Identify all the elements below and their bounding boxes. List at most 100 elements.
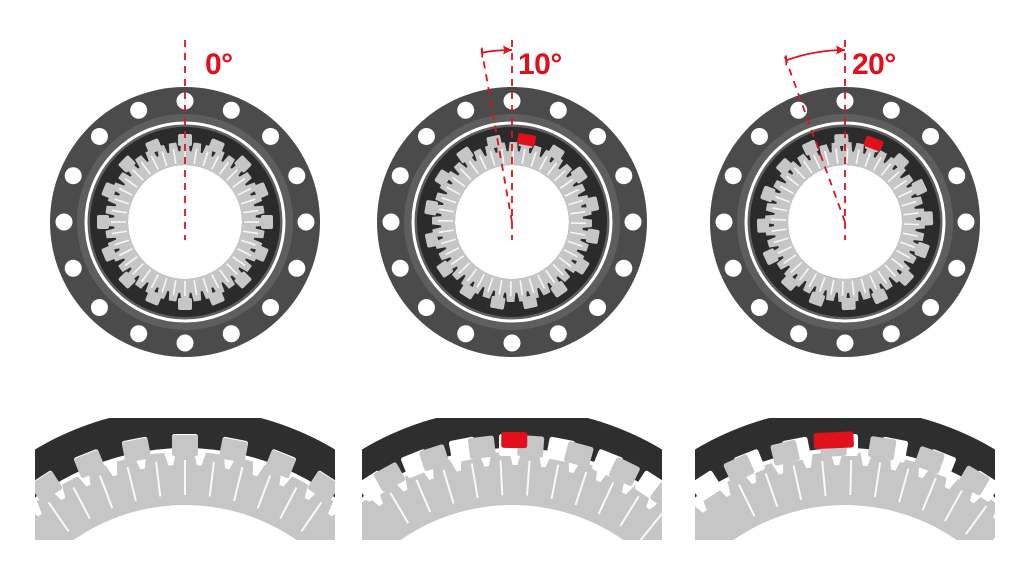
bolt-hole bbox=[549, 101, 567, 119]
spline-tooth-line bbox=[864, 152, 872, 167]
bolt-hole bbox=[176, 334, 194, 352]
spline-tooth-line bbox=[476, 273, 486, 288]
hub-drive-lug bbox=[424, 200, 439, 216]
bolt-hole bbox=[391, 259, 409, 277]
bolt-hole bbox=[391, 167, 409, 185]
bolt-hole bbox=[948, 167, 966, 185]
section-tooth-lines bbox=[47, 460, 323, 532]
spline-tooth-line bbox=[161, 151, 168, 167]
hub-drive-lug bbox=[208, 290, 225, 306]
spline-tooth-line bbox=[140, 269, 151, 283]
section-notch-cutout bbox=[695, 470, 723, 502]
section-tooth-line bbox=[470, 463, 479, 499]
section-engaged-lug bbox=[608, 457, 640, 486]
hub-drive-lug bbox=[802, 139, 819, 156]
hub-drive-lug bbox=[573, 257, 590, 275]
hub-drive-lug bbox=[101, 182, 117, 199]
spline-tooth-line bbox=[570, 210, 586, 215]
bolt-hole bbox=[882, 325, 900, 343]
bolt-hole bbox=[90, 127, 108, 145]
spline-tooth-line bbox=[546, 162, 558, 176]
hub-drive-lugs bbox=[424, 134, 600, 310]
spline-tooth-line bbox=[872, 156, 882, 171]
hub-drive-lug bbox=[234, 155, 252, 173]
bolt-hole bbox=[724, 259, 742, 277]
spline-tooth-line bbox=[452, 176, 466, 188]
circular-views-layer bbox=[50, 40, 980, 357]
hub-drive-lug bbox=[756, 218, 770, 233]
spline-tooth-line bbox=[202, 151, 209, 167]
splined-hub bbox=[97, 134, 273, 310]
spline-tooth-line bbox=[172, 280, 177, 296]
hub-drive-lug bbox=[490, 295, 506, 310]
spline-tooth-line bbox=[846, 148, 849, 164]
section-engaged-lug bbox=[373, 462, 405, 492]
hub-drive-lug bbox=[834, 133, 849, 147]
section-tooth-line bbox=[921, 477, 937, 511]
spline-tooth-line bbox=[509, 280, 512, 297]
angle-arc-arrow-20 bbox=[785, 45, 846, 66]
spline-tooth-line bbox=[567, 240, 583, 247]
hub-drive-lug bbox=[253, 182, 269, 199]
hub-drive-lug bbox=[914, 241, 930, 259]
spline-tooth-line bbox=[172, 148, 177, 164]
spline-tooth-line bbox=[790, 261, 803, 274]
bolt-hole bbox=[457, 101, 475, 119]
angle-label-10: 10° bbox=[518, 48, 562, 81]
hub-drive-lug bbox=[436, 260, 453, 278]
bolt-hole bbox=[750, 127, 768, 145]
section-red-gap-marker bbox=[813, 431, 854, 450]
spline-tooth-line bbox=[569, 231, 586, 236]
hub-drive-lug bbox=[760, 185, 776, 203]
bolt-hole bbox=[957, 213, 975, 231]
section-tooth-line bbox=[738, 484, 756, 517]
hub-drive-lug bbox=[261, 215, 273, 229]
spline-tooth-line bbox=[243, 230, 259, 235]
hub-drive-lug bbox=[234, 271, 252, 289]
bolt-hole-ring bbox=[55, 92, 315, 352]
hub-drive-lug bbox=[145, 290, 162, 306]
bolt-hole bbox=[382, 213, 400, 231]
section-engaged-lug bbox=[307, 471, 335, 502]
hub-drive-lugs bbox=[97, 134, 273, 310]
spline-tooth-line bbox=[812, 154, 821, 169]
spline-tooth-line bbox=[193, 280, 198, 296]
spline-tooth-line bbox=[568, 199, 583, 206]
hub-drive-lug bbox=[762, 248, 779, 265]
spline-tooth-line bbox=[855, 149, 860, 165]
hub-drive-lug bbox=[920, 211, 934, 226]
hub-drive-lug bbox=[253, 245, 269, 262]
spline-tooth-line bbox=[890, 257, 904, 269]
section-band-body bbox=[362, 418, 662, 498]
section-tooth-lines bbox=[738, 460, 995, 540]
section-band-body bbox=[35, 418, 335, 498]
section-clip-group bbox=[362, 418, 662, 540]
spline-tooth-line bbox=[553, 170, 566, 182]
hub-drive-lug bbox=[178, 134, 192, 146]
section-tooth-line bbox=[964, 505, 988, 535]
spline-tooth-line bbox=[489, 151, 496, 166]
spline-tooth-line bbox=[466, 268, 478, 282]
spline-tooth-line bbox=[896, 249, 911, 259]
bolt-hole bbox=[288, 259, 306, 277]
spline-tooth-line bbox=[830, 279, 835, 295]
rotated-reference-line bbox=[479, 42, 513, 223]
hub-drive-lug bbox=[178, 298, 192, 310]
bolt-hole-ring bbox=[715, 92, 975, 352]
hub-drive-lug bbox=[841, 297, 856, 311]
spline-tooth-line bbox=[111, 230, 127, 235]
angle-labels-layer: 0°10°20° bbox=[205, 45, 896, 81]
spline-tooth-line bbox=[559, 178, 574, 189]
section-tooth-line bbox=[98, 475, 114, 509]
spline-tooth-line bbox=[884, 264, 897, 277]
hub-drive-lug bbox=[585, 196, 600, 212]
section-engaged-lug bbox=[914, 446, 945, 474]
spline-tooth-line bbox=[240, 239, 256, 246]
bolt-hole bbox=[624, 213, 642, 231]
spline-tooth-line bbox=[219, 161, 230, 175]
section-engaged-lug bbox=[770, 439, 800, 466]
section-engaged-lug bbox=[122, 437, 151, 463]
section-tooth-line bbox=[300, 501, 323, 532]
